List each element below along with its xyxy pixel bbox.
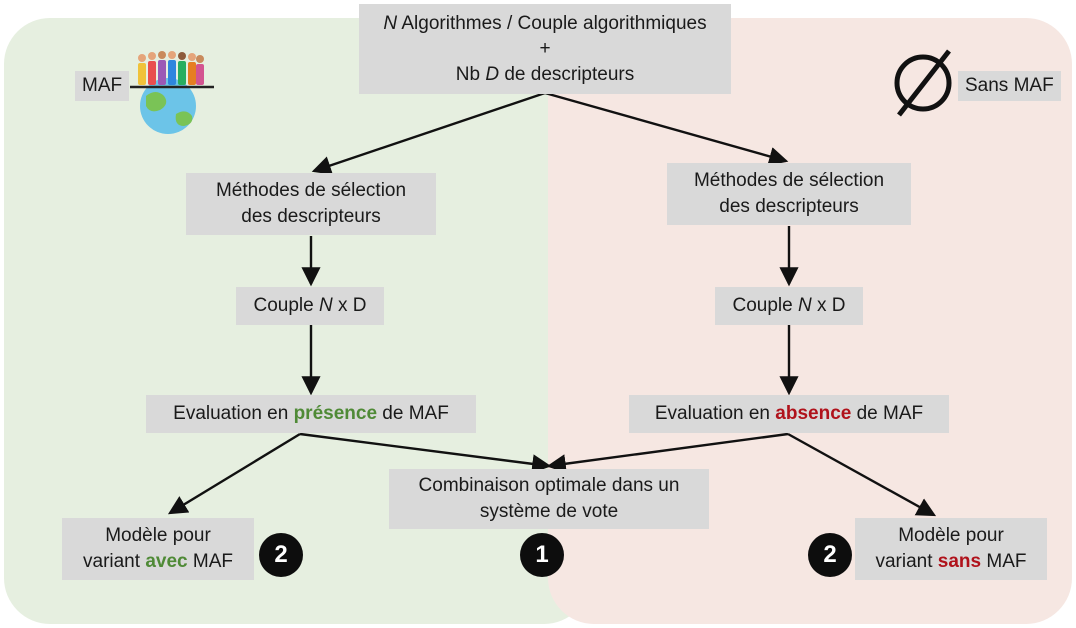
top-box-line-1: N Algorithmes / Couple algorithmiques — [383, 11, 706, 37]
right-selection-line-1: Méthodes de sélection — [693, 170, 885, 192]
center-badge: 1 — [520, 533, 564, 577]
arrow-right-eval-to-combination — [546, 432, 789, 474]
left-badge-number: 2 — [274, 541, 288, 568]
right-couple-box: Couple N x D — [715, 287, 863, 325]
people-on-globe-icon — [124, 44, 216, 136]
right-selection-line-2: des descripteurs — [719, 196, 859, 217]
left-model-box: Modèle pour variant avec MAF — [62, 518, 254, 580]
left-eval-post: de MAF — [377, 403, 449, 425]
right-model-box: Modèle pour variant sans MAF — [855, 518, 1047, 580]
left-model-pre: variant — [83, 551, 146, 572]
left-model-emphasis: avec — [145, 551, 188, 572]
arrow-left-eval-to-combination — [299, 432, 552, 474]
right-evaluation-box: Evaluation en absence de MAF — [629, 395, 949, 433]
right-couple-pre: Couple — [732, 295, 798, 317]
left-model-post: MAF — [187, 551, 233, 572]
left-couple-var: N — [318, 295, 333, 317]
right-selection-box: Méthodes de sélection des descripteurs — [667, 163, 911, 225]
top-box-line-1-text: Algorithmes / Couple algorithmiques — [397, 12, 707, 34]
top-box-plus: + — [539, 38, 551, 60]
right-badge: 2 — [808, 533, 852, 577]
right-eval-post: de MAF — [851, 403, 924, 425]
right-badge-number: 2 — [823, 541, 837, 568]
right-eval-emphasis: absence — [775, 403, 852, 425]
sans-maf-label: Sans MAF — [958, 71, 1061, 101]
left-couple-pre: Couple — [253, 295, 319, 317]
right-couple-post: x D — [811, 295, 846, 317]
left-selection-line-2: des descripteurs — [241, 206, 381, 227]
top-box-line-3-pre: Nb — [455, 63, 486, 85]
left-selection-line-1: Méthodes de sélection — [215, 180, 407, 202]
left-couple-post: x D — [332, 295, 367, 317]
maf-label: MAF — [75, 71, 130, 101]
combination-box: Combinaison optimale dans un système de … — [389, 469, 709, 529]
left-badge: 2 — [259, 533, 303, 577]
left-eval-pre: Evaluation en — [173, 403, 294, 425]
arrow-top-to-right-selection — [544, 91, 789, 166]
arrow-top-to-left-selection — [311, 91, 546, 175]
top-inputs-box: N Algorithmes / Couple algorithmiques + … — [359, 4, 731, 94]
right-couple-var: N — [797, 295, 812, 317]
right-model-line-2: variant sans MAF — [875, 549, 1026, 575]
right-model-post: MAF — [981, 551, 1027, 572]
left-model-line-2: variant avec MAF — [83, 549, 233, 575]
maf-label-text: MAF — [82, 75, 123, 96]
top-box-var-d: D — [485, 63, 500, 85]
left-couple-text: Couple N x D — [253, 293, 366, 319]
top-box-line-3: Nb D de descripteurs — [456, 62, 635, 88]
right-model-line-1: Modèle pour — [898, 525, 1004, 547]
top-box-var-n: N — [383, 12, 398, 34]
arrow-right-eval-to-model — [787, 432, 937, 517]
sans-maf-label-text: Sans MAF — [965, 75, 1054, 96]
right-model-emphasis: sans — [937, 551, 982, 572]
right-eval-pre: Evaluation en — [654, 403, 776, 425]
top-box-line-3-post: de descripteurs — [499, 63, 635, 85]
right-evaluation-text: Evaluation en absence de MAF — [655, 401, 923, 427]
left-selection-box: Méthodes de sélection des descripteurs — [186, 173, 436, 235]
left-couple-box: Couple N x D — [236, 287, 384, 325]
combination-line-1: Combinaison optimale dans un — [418, 475, 680, 497]
right-model-pre: variant — [875, 551, 938, 572]
arrow-left-eval-to-model — [167, 432, 301, 515]
combination-line-2: système de vote — [479, 501, 619, 522]
right-couple-text: Couple N x D — [732, 293, 845, 319]
left-evaluation-text: Evaluation en présence de MAF — [173, 401, 449, 427]
left-evaluation-box: Evaluation en présence de MAF — [146, 395, 476, 433]
left-model-line-1: Modèle pour — [105, 525, 211, 547]
left-eval-emphasis: présence — [293, 403, 378, 425]
center-badge-number: 1 — [535, 541, 549, 568]
empty-set-icon — [889, 45, 957, 119]
